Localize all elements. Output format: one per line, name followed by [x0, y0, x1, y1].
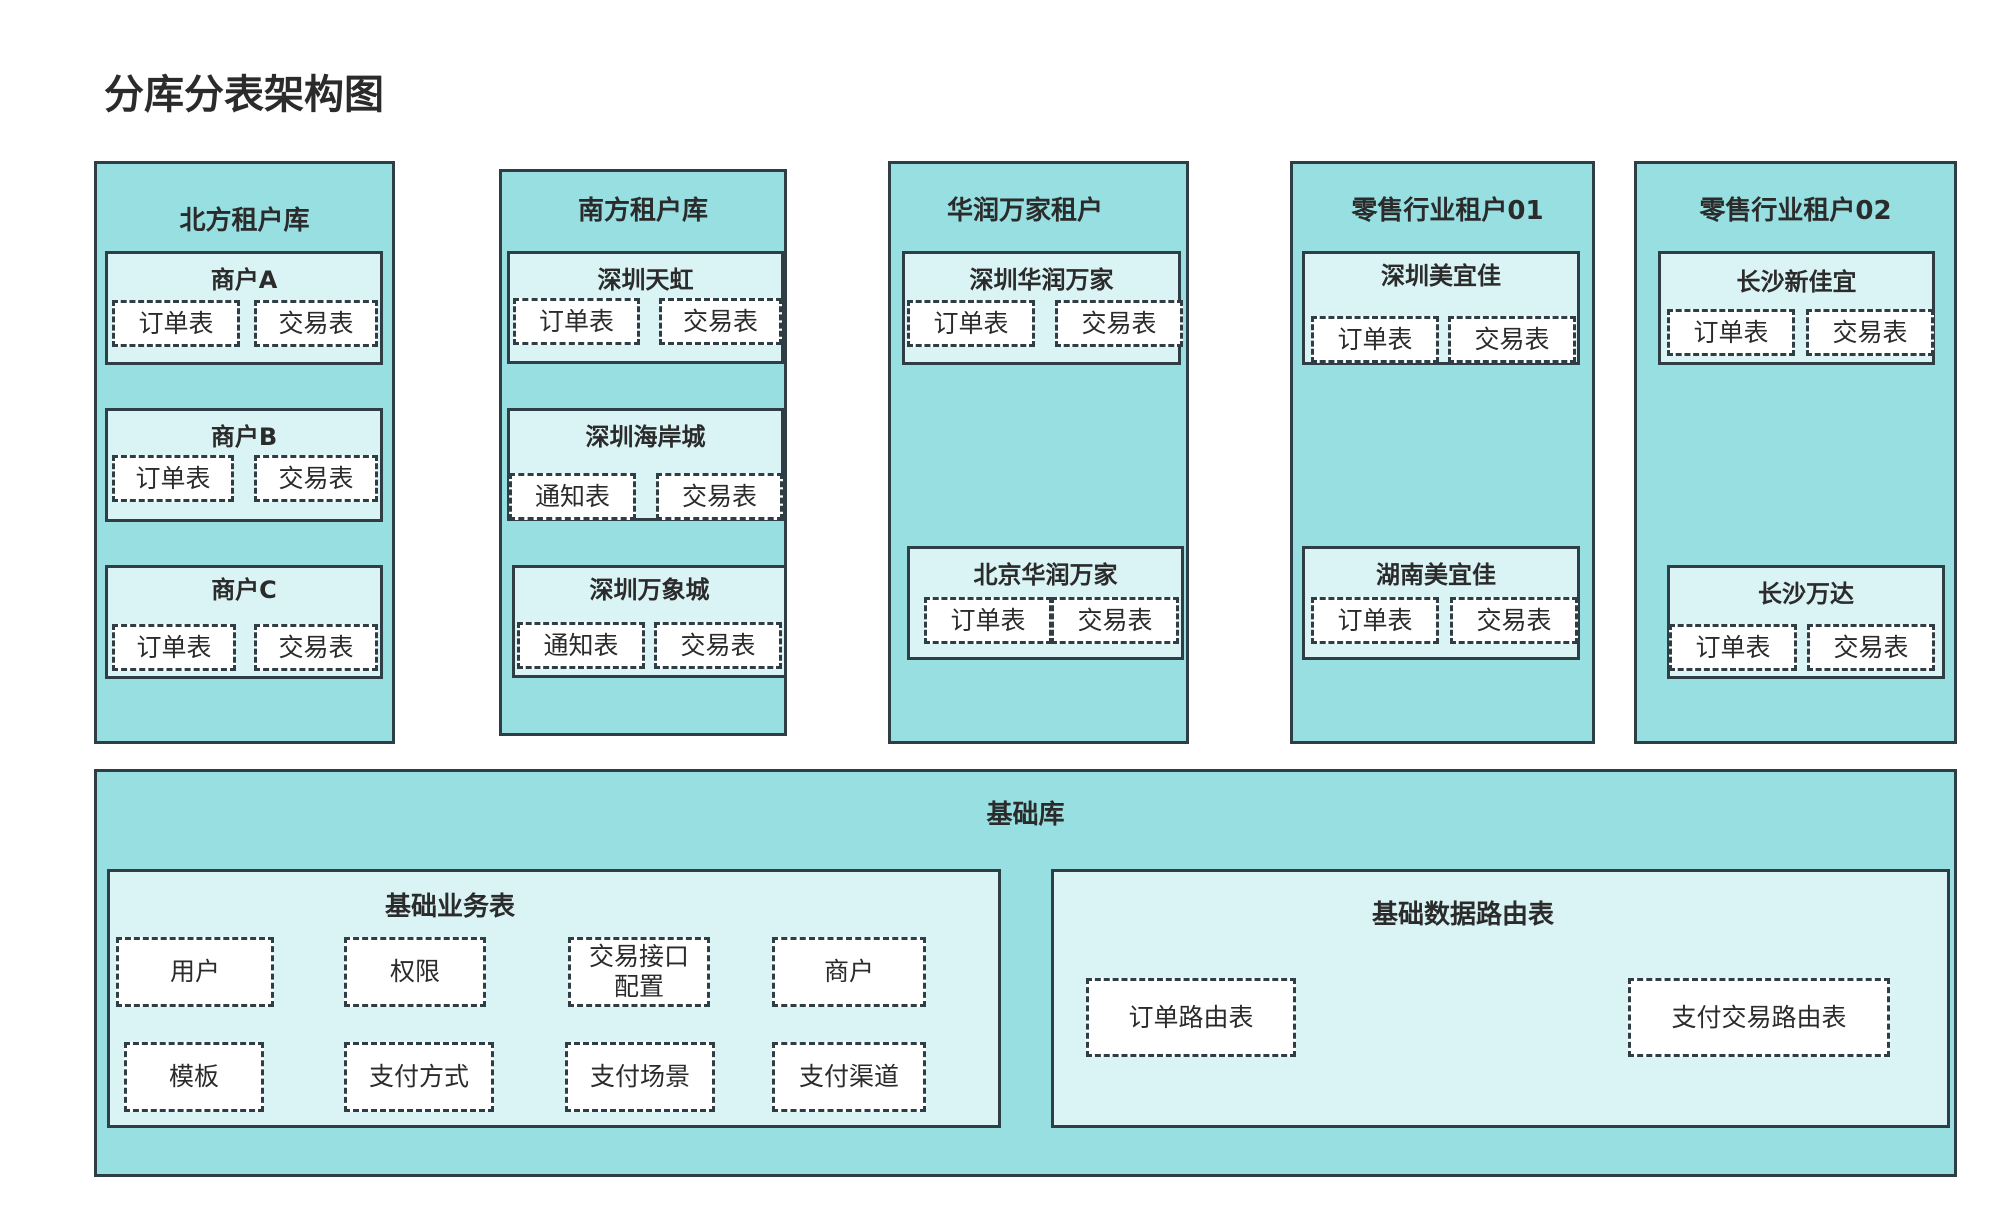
table-box: 交易表 [254, 300, 378, 347]
table-box: 交易表 [1051, 597, 1179, 644]
tenant-db-title: 北方租户库 [179, 206, 310, 236]
tenant-db-title: 零售行业租户02 [1699, 196, 1892, 226]
tenant-db-title: 南方租户库 [577, 196, 708, 226]
tenant-db-crvanguard: 华润万家租户 深圳华润万家 订单表 交易表 北京华润万家 订单表 交易表 [888, 161, 1189, 744]
table-box: 支付场景 [565, 1042, 715, 1112]
merchant-group: 湖南美宜佳 订单表 交易表 [1302, 546, 1580, 660]
table-box: 订单表 [1311, 316, 1439, 363]
table-box: 交易表 [656, 473, 783, 520]
merchant-name: 商户C [211, 576, 277, 604]
merchant-group: 长沙新佳宜 订单表 交易表 [1658, 251, 1935, 365]
table-box: 订单表 [907, 300, 1035, 347]
table-box: 支付交易路由表 [1628, 978, 1890, 1057]
table-box: 交易表 [659, 298, 782, 345]
table-box: 订单路由表 [1086, 978, 1296, 1057]
merchant-group: 北京华润万家 订单表 交易表 [907, 546, 1184, 660]
table-box: 订单表 [924, 597, 1052, 644]
merchant-name: 湖南美宜佳 [1376, 561, 1496, 589]
base-db-title: 基础库 [986, 800, 1065, 830]
page-title: 分库分表架构图 [104, 72, 384, 118]
base-routing-tables: 基础数据路由表 订单路由表 支付交易路由表 [1051, 869, 1950, 1128]
table-box: 订单表 [112, 455, 234, 502]
tenant-db-south: 南方租户库 深圳天虹 订单表 交易表 深圳海岸城 通知表 交易表 深圳万象城 通… [499, 169, 787, 736]
merchant-group: 商户C 订单表 交易表 [105, 565, 383, 679]
table-box: 订单表 [112, 300, 240, 347]
table-box: 交易表 [254, 455, 378, 502]
table-box: 商户 [772, 937, 926, 1007]
table-box: 通知表 [517, 622, 645, 669]
merchant-group: 长沙万达 订单表 交易表 [1667, 565, 1945, 679]
table-box: 订单表 [1311, 597, 1439, 644]
tenant-db-retail-02: 零售行业租户02 长沙新佳宜 订单表 交易表 长沙万达 订单表 交易表 [1634, 161, 1957, 744]
merchant-name: 商户A [210, 266, 278, 294]
merchant-name: 深圳万象城 [589, 576, 710, 604]
merchant-group: 深圳华润万家 订单表 交易表 [902, 251, 1183, 365]
tenant-db-title: 华润万家租户 [947, 196, 1104, 226]
tenant-db-title: 零售行业租户01 [1351, 196, 1544, 226]
table-box: 交易表 [1450, 597, 1578, 644]
table-box: 订单表 [112, 624, 236, 671]
merchant-group: 商户A 订单表 交易表 [105, 251, 383, 365]
merchant-group: 深圳天虹 订单表 交易表 [507, 251, 784, 364]
table-box: 订单表 [513, 298, 640, 345]
merchant-name: 深圳美宜佳 [1381, 262, 1501, 290]
merchant-group: 深圳万象城 通知表 交易表 [512, 565, 787, 678]
tenant-db-north: 北方租户库 商户A 订单表 交易表 商户B 订单表 交易表 商户C 订单表 交易… [94, 161, 395, 744]
tenant-db-retail-01: 零售行业租户01 深圳美宜佳 订单表 交易表 湖南美宜佳 订单表 交易表 [1290, 161, 1595, 744]
base-routing-title: 基础数据路由表 [1371, 900, 1554, 930]
table-box: 通知表 [509, 473, 636, 520]
table-box: 交易表 [1806, 309, 1934, 356]
table-box: 交易接口配置 [568, 937, 710, 1007]
table-box: 权限 [344, 937, 486, 1007]
table-box: 交易表 [1448, 316, 1576, 363]
merchant-name: 长沙万达 [1758, 580, 1854, 608]
merchant-name: 深圳天虹 [597, 266, 694, 294]
table-box: 交易表 [1055, 300, 1183, 347]
table-box: 模板 [124, 1042, 264, 1112]
merchant-group: 深圳美宜佳 订单表 交易表 [1302, 251, 1580, 365]
merchant-name: 长沙新佳宜 [1736, 268, 1857, 296]
table-box: 订单表 [1667, 309, 1795, 356]
merchant-name: 深圳华润万家 [969, 266, 1114, 294]
base-business-title: 基础业务表 [384, 892, 515, 922]
merchant-group: 深圳海岸城 通知表 交易表 [507, 408, 784, 521]
table-box: 交易表 [654, 622, 782, 669]
table-box: 交易表 [254, 624, 378, 671]
merchant-name: 商户B [210, 423, 278, 451]
merchant-group: 商户B 订单表 交易表 [105, 408, 383, 522]
merchant-name: 深圳海岸城 [585, 423, 706, 451]
table-box: 订单表 [1669, 624, 1797, 671]
merchant-name: 北京华润万家 [973, 561, 1118, 589]
table-box: 交易表 [1807, 624, 1935, 671]
table-box: 支付渠道 [772, 1042, 926, 1112]
base-db: 基础库 基础业务表 用户 权限 交易接口配置 商户 模板 支付方式 支付场景 支… [94, 769, 1957, 1177]
base-business-tables: 基础业务表 用户 权限 交易接口配置 商户 模板 支付方式 支付场景 支付渠道 [107, 869, 1001, 1128]
table-box: 支付方式 [344, 1042, 494, 1112]
table-box: 用户 [116, 937, 274, 1007]
